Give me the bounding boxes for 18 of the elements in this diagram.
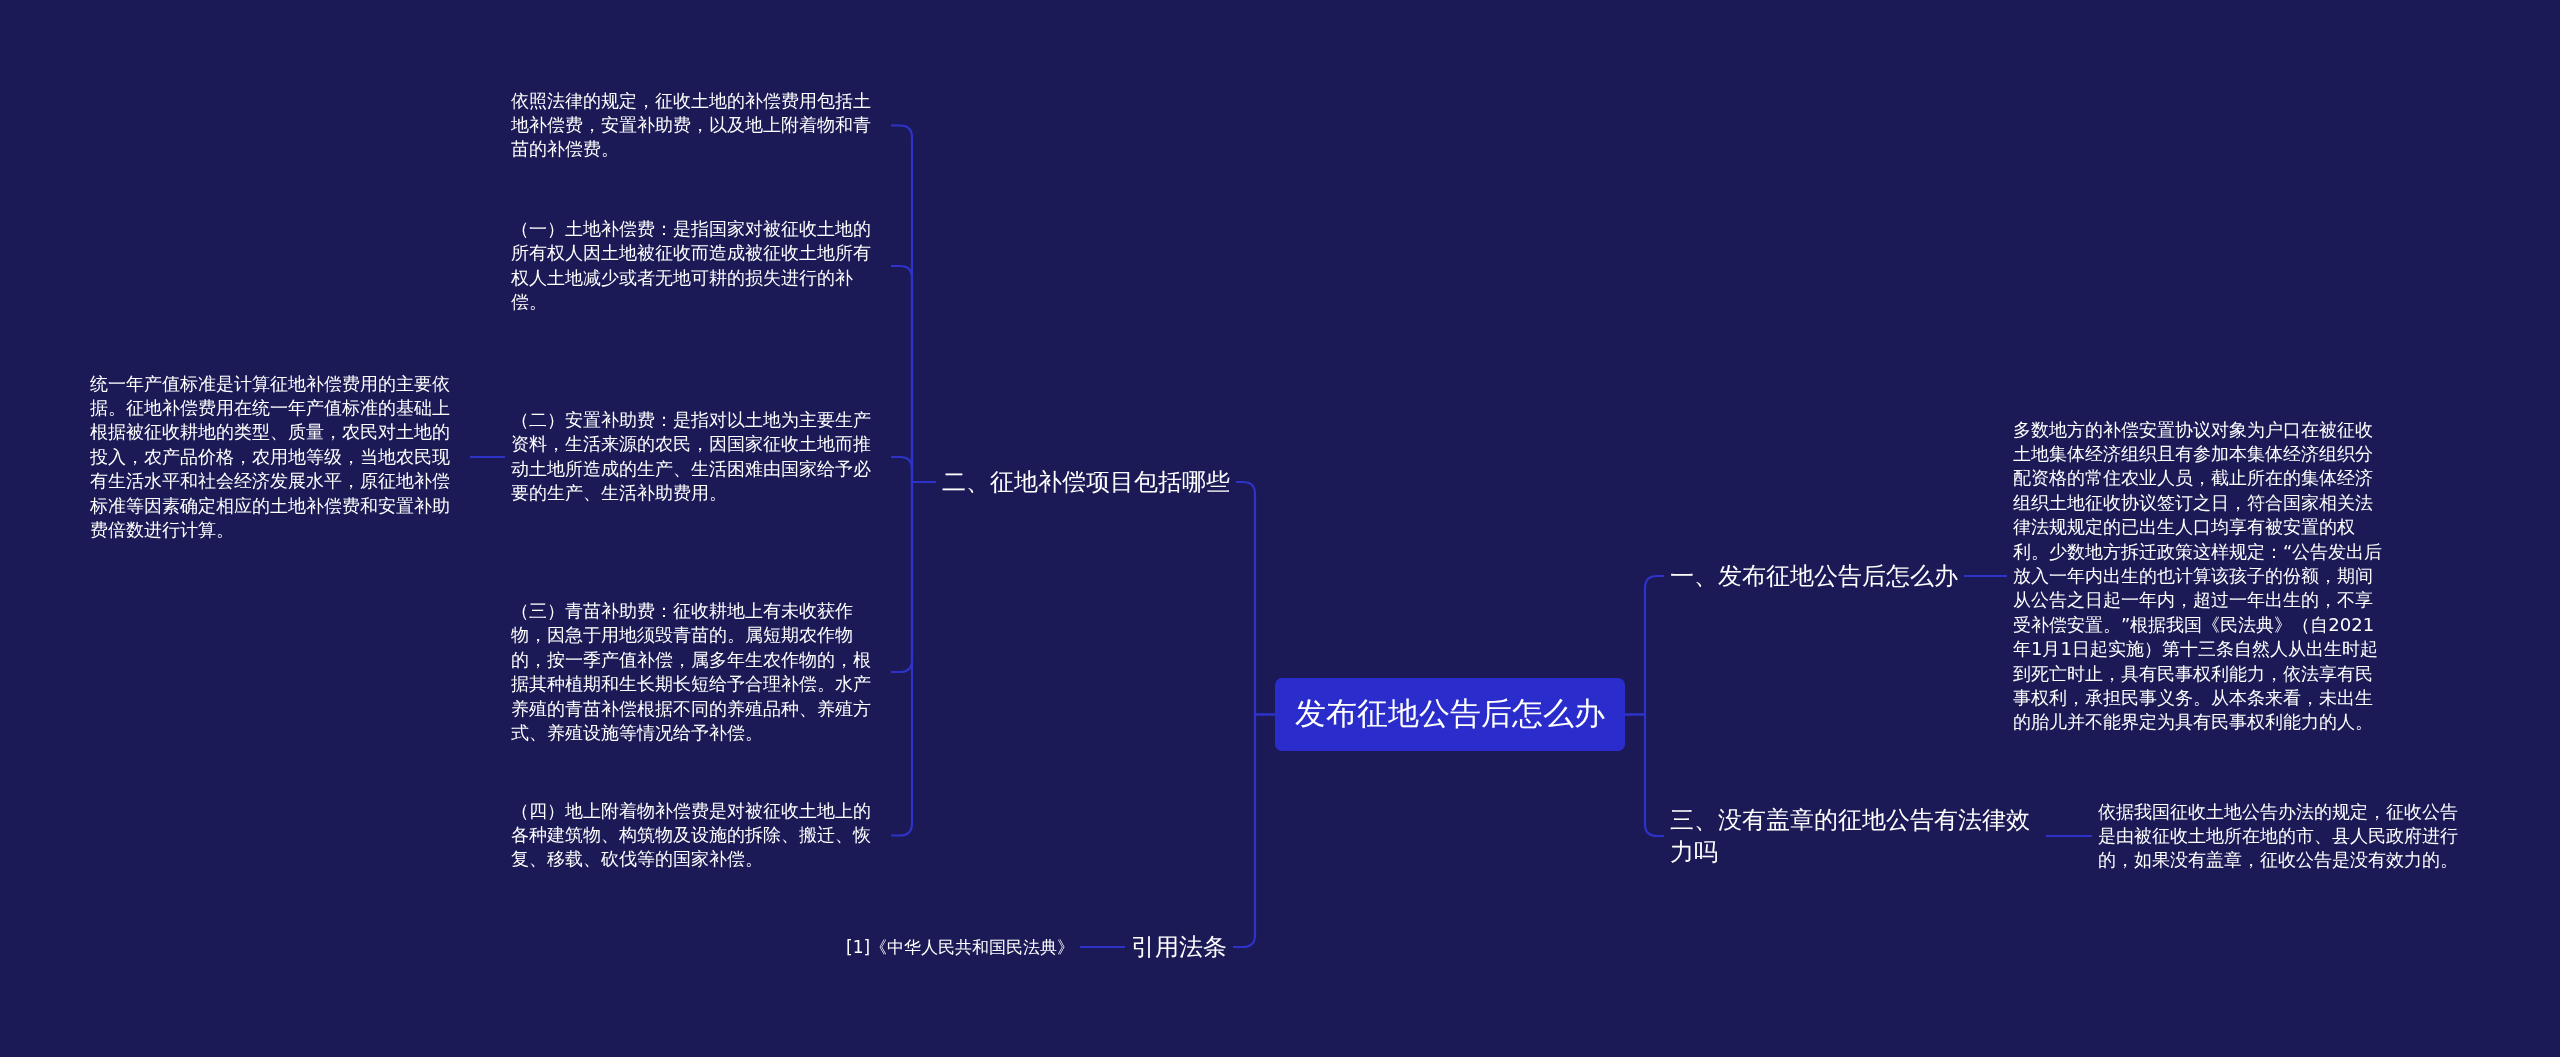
- connector-line: [2046, 834, 2092, 838]
- branch-label: 一、发布征地公告后怎么办: [1664, 560, 1964, 592]
- note-text: （一）土地补偿费：是指国家对被征收土地的所有权人因土地被征收而造成被征收土地所有权人土地减少或者无地可耕的损失进行的补偿。: [505, 217, 891, 315]
- note-text: 统一年产值标准是计算征地补偿费用的主要依据。征地补偿费用在统一年产值标准的基础上根据被征收耕地的类型、质量，农民对土地的投入，农产品价格，农用地等级，当地农民现有生活水平和社会经济发展水平，原征地补偿标准等因素确定相应的土地补偿费和安置补助费倍数进行计算。: [84, 371, 470, 543]
- note-text: 依照法律的规定，征收土地的补偿费用包括土地补偿费，安置补助费，以及地上附着物和青苗的补偿费。: [505, 88, 891, 162]
- note-text: （三）青苗补助费：征收耕地上有未收获作物，因急于用地须毁青苗的。属短期农作物的，按一季产值补偿，属多年生农作物的，根据其种植期和生长期长短给予合理补偿。水产养殖的青苗补偿根据不同的养殖品种、养殖方式、养殖设施等情况给予补偿。: [505, 599, 891, 746]
- citation-text: [1]《中华人民共和国民法典》: [840, 935, 1081, 959]
- note-text: 依据我国征收土地公告办法的规定，征收公告是由被征收土地所在地的市、县人民政府进行的，如果没有盖章，征收公告是没有效力的。: [2092, 799, 2478, 873]
- note-text: 多数地方的补偿安置协议对象为户口在被征收土地集体经济组织且有参加本集体经济组织分配资格的常住农业人员，截止所在的集体经济组织土地征收协议签订之日，符合国家相关法律法规规定的已出生人口均享有被安置的权利。少数地方拆迁政策这样规定：“公告发出后放入一年内出生的也计算该孩子的份额，期间从公告之日起一年内，超过一年出生的，不享受补偿安置。”根据我国《民法典》（自2021年1月1日起实施）第十三条自然人从出生时起到死亡时止，具有民事权利能力，依法享有民事权利，承担民事义务。从本条来看，未出生的胎儿并不能界定为具有民事权利能力的人。: [2007, 417, 2393, 735]
- connector-line: [470, 455, 505, 459]
- branch-label: 引用法条: [1125, 931, 1233, 963]
- connector-line: [1080, 945, 1125, 949]
- branch-label: 三、没有盖章的征地公告有法律效力吗: [1664, 804, 2046, 868]
- branch-label: 二、征地补偿项目包括哪些: [936, 466, 1236, 498]
- topic-box: 发布征地公告后怎么办: [1275, 677, 1625, 751]
- note-text: （二）安置补助费：是指对以土地为主要生产资料，生活来源的农民，因国家征收土地而推动土地所造成的生产、生活困难由国家给予必要的生产、生活补助费用。: [505, 408, 891, 506]
- note-text: （四）地上附着物补偿费是对被征收土地上的各种建筑物、构筑物及设施的拆除、搬迁、恢复、移载、砍伐等的国家补偿。: [505, 798, 891, 872]
- connector-line: [1964, 574, 2007, 578]
